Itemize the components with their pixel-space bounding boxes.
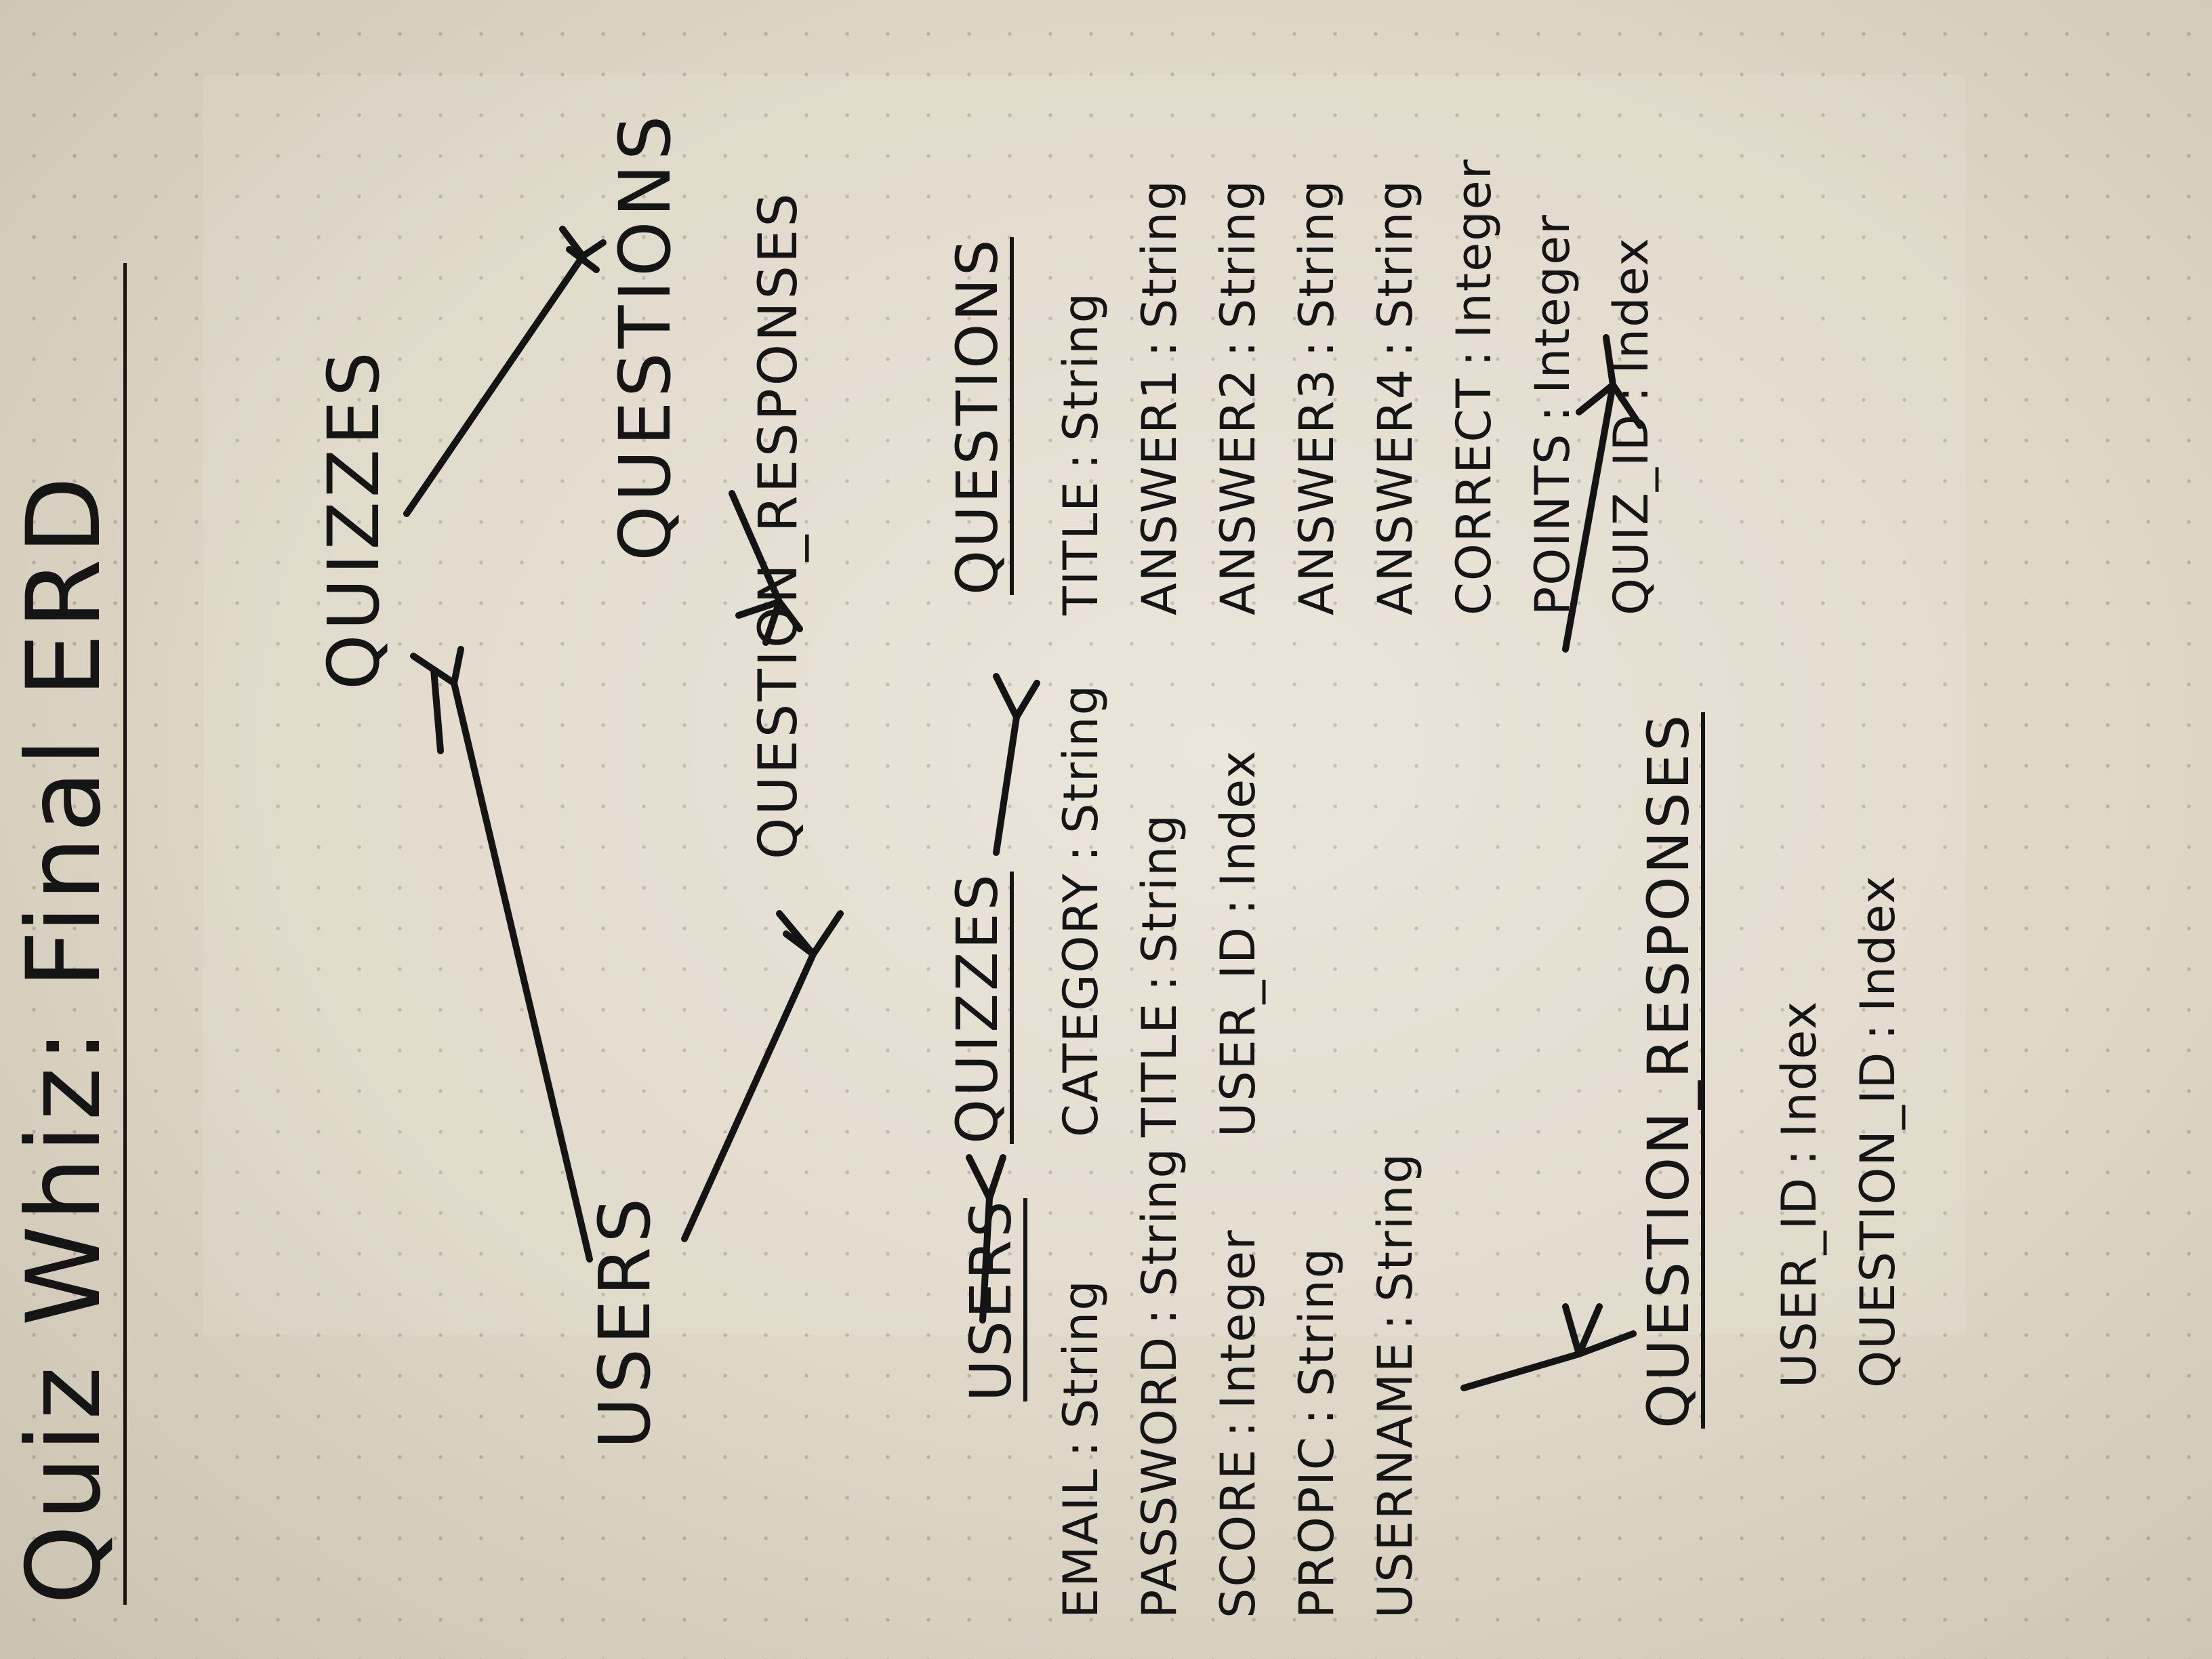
crows-foot-responses-detail-2: [1576, 334, 1643, 429]
overview-questions: QUESTIONS: [604, 111, 687, 561]
field-type: String: [1132, 1147, 1187, 1297]
rel-detail-users-responses: [1460, 1351, 1582, 1391]
entity-quizzes-fields: CATEGORY:String TITLE:String USER_ID:Ind…: [1053, 683, 1293, 1137]
rel-overview-users-quizzes: [451, 680, 593, 1263]
paper-shadow: [203, 75, 1965, 1335]
crows-foot-responses: [776, 910, 844, 958]
users-field-username: USERNAME:String: [1368, 1152, 1423, 1618]
rel-overview-questions-responses: [729, 490, 783, 605]
users-field-email: EMAIL:String: [1053, 1279, 1109, 1618]
entity-questions-fields: TITLE:String ANSWER1:String ANSWER2:Stri…: [1053, 158, 1686, 615]
rel-overview-quizzes-questions: [403, 253, 586, 517]
field-name: CATEGORY: [1053, 872, 1109, 1137]
entity-question-responses-fields: USER_ID:Index QUESTION_ID:Index: [1771, 874, 1933, 1388]
overview-question-responses: QUESTION_RESPONSES: [748, 190, 809, 859]
questions-field-title: TITLE:String: [1053, 291, 1109, 615]
field-name: ANSWER1: [1132, 367, 1187, 615]
questions-field-answer4: ANSWER4:String: [1368, 179, 1423, 615]
field-type: Index: [1210, 749, 1266, 887]
rel-detail-users-quizzes: [979, 1195, 993, 1324]
field-type: Index: [1771, 1000, 1827, 1138]
field-type: String: [1053, 683, 1109, 834]
field-name: USER_ID: [1210, 925, 1266, 1137]
quizzes-field-category: CATEGORY:String: [1053, 683, 1109, 1137]
entity-users-fields: EMAIL:String PASSWORD:String SCORE:Integ…: [1053, 1147, 1450, 1618]
field-name: ANSWER4: [1368, 367, 1423, 615]
field-type: String: [1132, 813, 1187, 964]
field-type: String: [1053, 291, 1109, 442]
field-type: Index: [1850, 874, 1906, 1012]
field-name: POINTS: [1525, 432, 1580, 615]
questions-field-answer2: ANSWER2:String: [1210, 179, 1266, 615]
page-title: Quiz Whiz: Final ERD: [5, 263, 127, 1605]
field-name: PASSWORD: [1132, 1335, 1187, 1618]
rel-detail-questions-responses: [1562, 382, 1616, 653]
field-name: PROPIC: [1289, 1435, 1345, 1618]
quizzes-field-user-id: USER_ID:Index: [1210, 749, 1266, 1137]
field-name: ANSWER3: [1289, 367, 1345, 615]
field-type: String: [1368, 179, 1423, 329]
field-name: ANSWER2: [1210, 367, 1266, 615]
responses-field-question-id: QUESTION_ID:Index: [1850, 874, 1906, 1388]
field-type: String: [1053, 1279, 1109, 1429]
field-type: String: [1368, 1152, 1423, 1302]
field-type: Integer: [1446, 158, 1502, 339]
quizzes-field-title: TITLE:String: [1132, 813, 1187, 1137]
questions-field-correct: CORRECT:Integer: [1446, 158, 1502, 615]
field-type: Integer: [1525, 213, 1580, 394]
responses-field-user-id: USER_ID:Index: [1771, 1000, 1827, 1388]
crows-foot-quizzes-detail: [966, 1154, 1006, 1202]
field-type: String: [1289, 1246, 1345, 1397]
field-type: String: [1210, 179, 1266, 329]
crows-foot-responses-2: [735, 598, 803, 646]
rel-overview-users-responses: [681, 951, 817, 1242]
users-field-propic: PROPIC:String: [1289, 1246, 1345, 1618]
field-type: String: [1132, 179, 1187, 329]
crows-foot-quizzes: [410, 646, 464, 754]
overview-users: USERS: [583, 1193, 666, 1449]
entity-quizzes-header: QUIZZES: [944, 872, 1014, 1144]
field-name: TITLE: [1132, 1002, 1187, 1137]
field-name: SCORE: [1210, 1448, 1266, 1618]
field-type: String: [1289, 179, 1345, 329]
users-field-password: PASSWORD:String: [1132, 1147, 1187, 1618]
field-name: EMAIL: [1053, 1467, 1109, 1618]
crows-foot-questions: [559, 226, 607, 273]
entity-users-header: USERS: [958, 1198, 1027, 1401]
rel-detail-quizzes-questions: [993, 714, 1020, 856]
crows-foot-responses-detail: [1562, 1303, 1637, 1357]
entity-question-responses-header: QUESTION_RESPONSES: [1635, 712, 1705, 1429]
entity-questions-header: QUESTIONS: [944, 237, 1014, 595]
questions-field-answer1: ANSWER1:String: [1132, 179, 1187, 615]
field-name: TITLE: [1053, 480, 1109, 615]
overview-quizzes: QUIZZES: [312, 348, 395, 690]
questions-field-points: POINTS:Integer: [1525, 213, 1580, 615]
field-name: QUIZ_ID: [1603, 413, 1659, 615]
field-name: USERNAME: [1368, 1340, 1423, 1618]
questions-field-answer3: ANSWER3:String: [1289, 179, 1345, 615]
questions-field-quiz-id: QUIZ_ID:Index: [1603, 237, 1659, 615]
field-type: Index: [1603, 237, 1659, 374]
field-name: QUESTION_ID: [1850, 1050, 1906, 1388]
field-name: CORRECT: [1446, 377, 1502, 615]
users-field-score: SCORE:Integer: [1210, 1229, 1266, 1618]
field-name: USER_ID: [1771, 1176, 1827, 1388]
crows-foot-questions-detail: [993, 673, 1040, 720]
field-type: Integer: [1210, 1229, 1266, 1410]
